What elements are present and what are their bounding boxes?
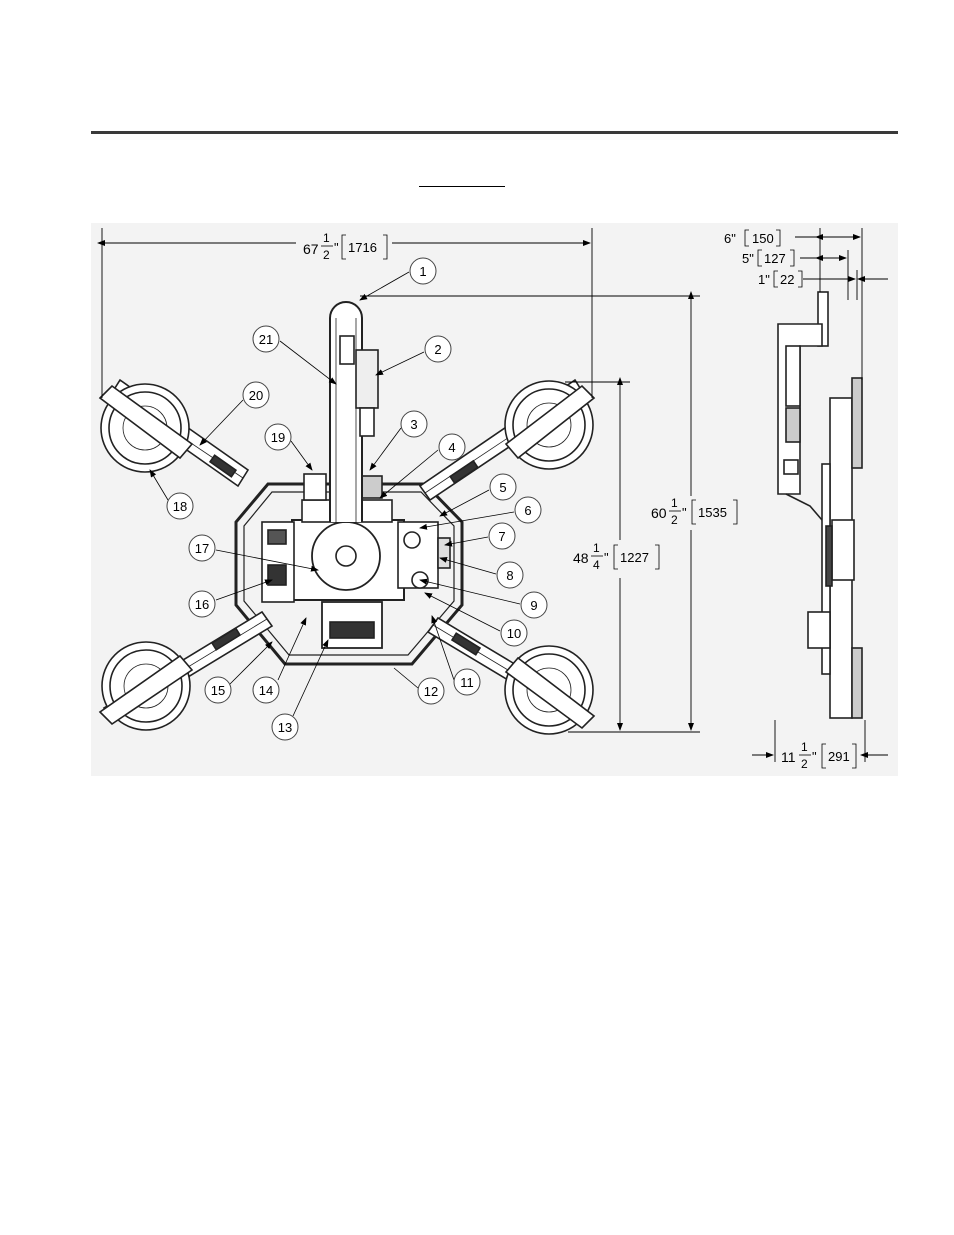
callout-1: 1 [360, 258, 436, 300]
callout-7: 7 [445, 523, 515, 549]
svg-text:5: 5 [499, 480, 506, 495]
handle-grip [356, 350, 378, 408]
svg-text:9: 9 [530, 598, 537, 613]
lift-bail [330, 302, 362, 522]
side-view [778, 292, 862, 718]
height-mark: " [682, 505, 687, 520]
callout-18: 18 [150, 470, 193, 519]
width-den: 2 [323, 248, 330, 262]
callout-12: 12 [394, 668, 444, 704]
svg-text:19: 19 [271, 430, 285, 445]
depth-num: 1 [801, 740, 808, 754]
callout-20: 20 [200, 382, 269, 445]
pad-metric: 1227 [620, 550, 649, 565]
svg-text:21: 21 [259, 332, 273, 347]
svg-text:15: 15 [211, 683, 225, 698]
svg-text:6: 6 [524, 503, 531, 518]
pad-den: 4 [593, 558, 600, 572]
svg-text:16: 16 [195, 597, 209, 612]
pad-whole: 48 [573, 550, 589, 566]
width-num: 1 [323, 231, 330, 245]
svg-text:13: 13 [278, 720, 292, 735]
callout-19: 19 [265, 424, 312, 470]
pad-mark: " [604, 550, 609, 565]
depth-metric: 291 [828, 749, 850, 764]
svg-text:20: 20 [249, 388, 263, 403]
svg-text:12: 12 [424, 684, 438, 699]
width-mark: " [334, 240, 339, 255]
side-5-metric: 127 [764, 251, 786, 266]
pad-num: 1 [593, 541, 600, 555]
svg-text:18: 18 [173, 499, 187, 514]
width-whole: 67 [303, 241, 319, 257]
height-metric: 1535 [698, 505, 727, 520]
callout-16: 16 [189, 580, 272, 617]
depth-whole: 11 [781, 749, 796, 765]
width-metric: 1716 [348, 240, 377, 255]
callout-3: 3 [370, 411, 427, 470]
height-den: 2 [671, 513, 678, 527]
svg-text:3: 3 [410, 417, 417, 432]
side-6-metric: 150 [752, 231, 774, 246]
svg-text:2: 2 [434, 342, 441, 357]
depth-mark: " [812, 749, 817, 764]
callout-8: 8 [440, 558, 523, 588]
vacuum-pad-lower-left [100, 642, 192, 730]
side-1-metric: 22 [780, 272, 794, 287]
callout-9: 9 [420, 580, 547, 618]
svg-text:14: 14 [259, 683, 273, 698]
svg-text:8: 8 [506, 568, 513, 583]
side-1-label: 1" [758, 272, 770, 287]
height-num: 1 [671, 496, 678, 510]
vacuum-pad-upper-right [505, 381, 594, 469]
svg-text:17: 17 [195, 541, 209, 556]
side-5-label: 5" [742, 251, 754, 266]
depth-den: 2 [801, 757, 808, 771]
svg-text:11: 11 [460, 675, 474, 690]
svg-text:4: 4 [448, 440, 455, 455]
height-whole: 60 [651, 505, 667, 521]
callout-21: 21 [253, 326, 336, 384]
callout-2: 2 [376, 336, 451, 375]
vacuum-pad-upper-left [100, 384, 192, 472]
svg-text:10: 10 [507, 626, 521, 641]
vacuum-pad-lower-right [505, 646, 594, 734]
side-6-label: 6" [724, 231, 736, 246]
svg-text:1: 1 [419, 264, 426, 279]
svg-text:7: 7 [498, 529, 505, 544]
